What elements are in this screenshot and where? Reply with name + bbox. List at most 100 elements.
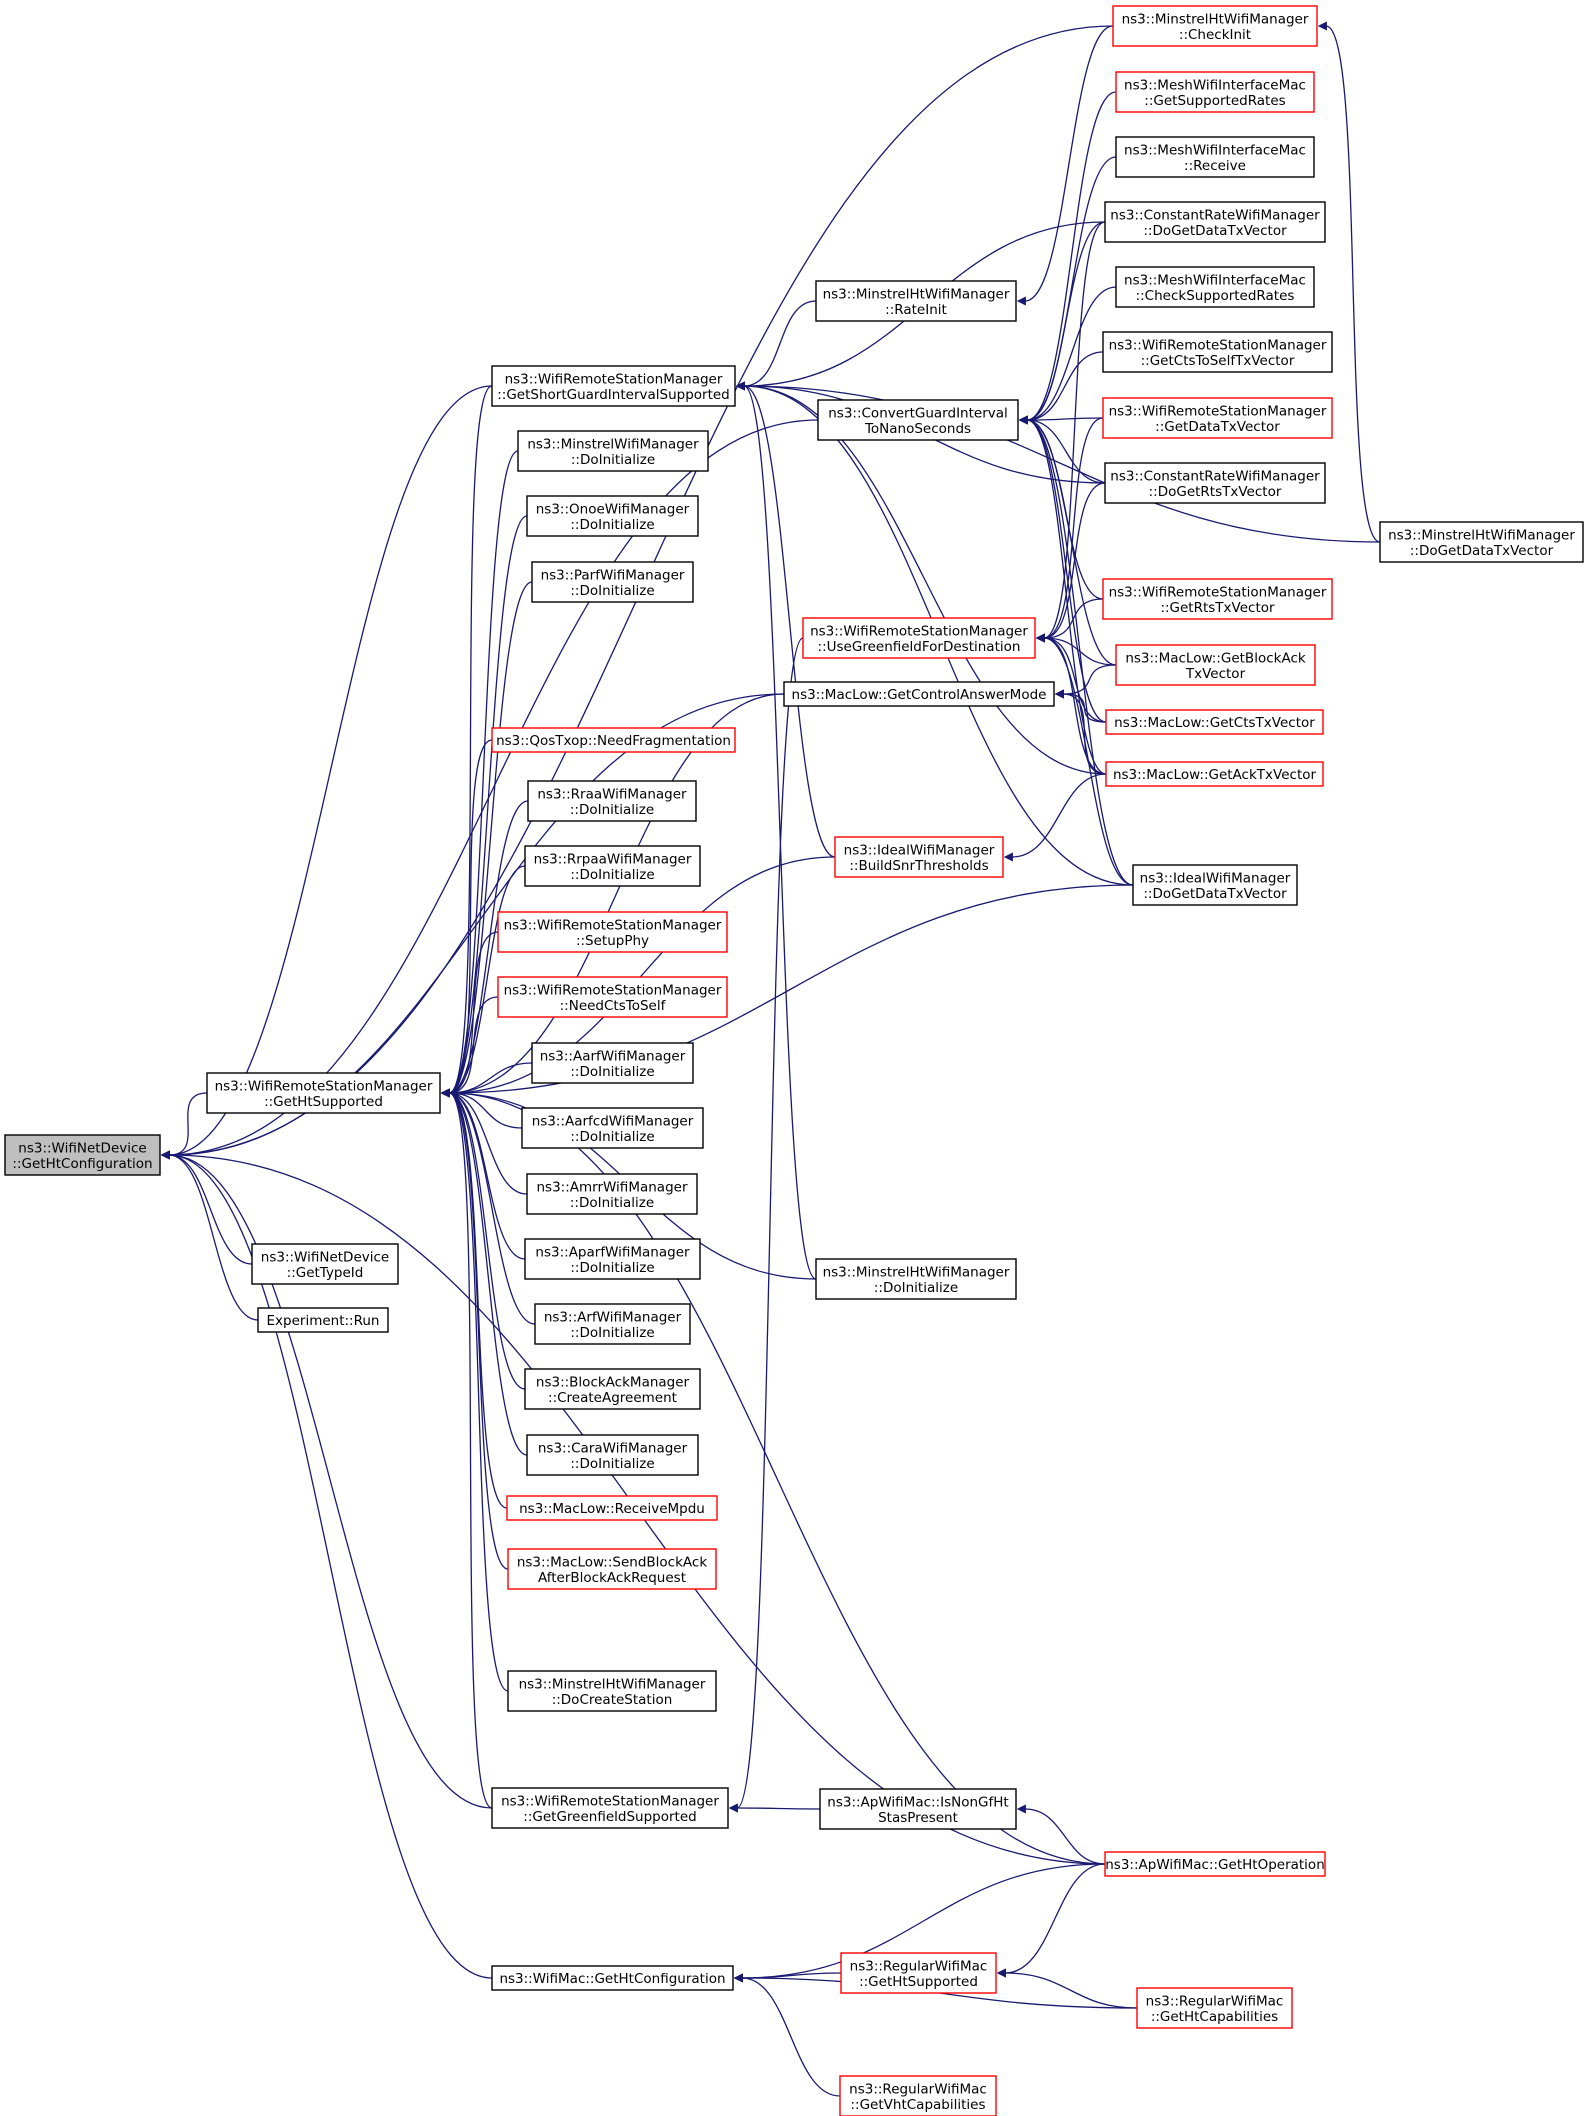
function-node[interactable]: ns3::MinstrelHtWifiManager::DoCreateStat…	[507, 1670, 717, 1712]
node-label: ::DoInitialize	[570, 1456, 654, 1472]
node-label: ::SetupPhy	[576, 933, 649, 949]
function-node[interactable]: ns3::MeshWifiInterfaceMac::Receive	[1115, 136, 1315, 178]
call-edge	[1018, 351, 1104, 425]
node-label: ns3::MinstrelHtWifiManager	[823, 286, 1010, 302]
function-node[interactable]: ns3::ConstantRateWifiManager::DoGetRtsTx…	[1104, 462, 1326, 504]
function-node[interactable]: ns3::WifiRemoteStationManager::GetGreenf…	[491, 1787, 729, 1829]
node-box	[4, 1134, 161, 1176]
function-node[interactable]: ns3::WifiRemoteStationManager::UseGreenf…	[802, 617, 1036, 659]
root-node[interactable]: ns3::WifiNetDevice::GetHtConfiguration	[4, 1134, 161, 1176]
node-label: ns3::AarfWifiManager	[540, 1048, 686, 1064]
function-node[interactable]: ns3::MacLow::GetAckTxVector	[1105, 761, 1324, 787]
function-node[interactable]: ns3::MacLow::GetCtsTxVector	[1105, 709, 1324, 735]
function-node[interactable]: ns3::RrpaaWifiManager::DoInitialize	[524, 845, 701, 887]
call-edge	[728, 1803, 821, 1813]
call-edge	[1035, 633, 1107, 723]
function-node[interactable]: ns3::MeshWifiInterfaceMac::CheckSupporte…	[1115, 266, 1315, 308]
function-node[interactable]: ns3::WifiRemoteStationManager::GetHtSupp…	[206, 1072, 441, 1114]
node-label: ns3::MacLow::GetBlockAck	[1125, 650, 1306, 666]
function-node[interactable]: ns3::ApWifiMac::GetHtOperation	[1104, 1851, 1326, 1877]
call-edge	[160, 1092, 208, 1160]
call-edge	[1018, 415, 1107, 723]
function-node[interactable]: ns3::AarfcdWifiManager::DoInitialize	[521, 1107, 704, 1149]
node-label: ::GetCtsToSelfTxVector	[1141, 353, 1295, 369]
node-box	[1104, 201, 1326, 243]
node-label: ns3::AmrrWifiManager	[536, 1179, 687, 1195]
function-node[interactable]: ns3::ParfWifiManager::DoInitialize	[531, 561, 694, 603]
function-node[interactable]: ns3::WifiRemoteStationManager::GetShortG…	[491, 365, 736, 407]
node-box	[1115, 136, 1315, 178]
node-box	[526, 1173, 698, 1215]
call-edge	[1035, 221, 1106, 643]
function-node[interactable]: ns3::MeshWifiInterfaceMac::GetSupportedR…	[1115, 71, 1315, 113]
function-node[interactable]: ns3::MinstrelHtWifiManager::DoGetDataTxV…	[1379, 521, 1584, 563]
function-node[interactable]: ns3::RegularWifiMac::GetVhtCapabilities	[839, 2075, 997, 2116]
call-edge	[440, 1088, 509, 1570]
node-box	[531, 1042, 694, 1084]
function-node[interactable]: ns3::CaraWifiManager::DoInitialize	[526, 1434, 699, 1476]
function-node[interactable]: ns3::AarfWifiManager::DoInitialize	[531, 1042, 694, 1084]
function-node[interactable]: Experiment::Run	[257, 1307, 389, 1333]
node-label: ::CreateAgreement	[548, 1390, 677, 1406]
node-box	[507, 1670, 717, 1712]
node-label: ns3::MinstrelWifiManager	[527, 436, 699, 452]
function-node[interactable]: ns3::MacLow::GetControlAnswerMode	[783, 681, 1055, 707]
node-label: ns3::WifiRemoteStationManager	[504, 982, 722, 998]
function-node[interactable]: ns3::WifiRemoteStationManager::NeedCtsTo…	[497, 976, 728, 1018]
function-node[interactable]: ns3::RraaWifiManager::DoInitialize	[527, 780, 697, 822]
node-box	[526, 495, 699, 537]
function-node[interactable]: ns3::ArfWifiManager::DoInitialize	[534, 1303, 691, 1345]
function-node[interactable]: ns3::BlockAckManager::CreateAgreement	[524, 1368, 701, 1410]
node-label: ns3::AparfWifiManager	[535, 1244, 690, 1260]
function-node[interactable]: ns3::MacLow::ReceiveMpdu	[506, 1495, 718, 1521]
function-node[interactable]: ns3::OnoeWifiManager::DoInitialize	[526, 495, 699, 537]
call-edge	[440, 693, 785, 1098]
function-node[interactable]: ns3::QosTxop::NeedFragmentation	[491, 727, 736, 753]
node-label: ns3::MinstrelHtWifiManager	[1122, 11, 1309, 27]
node-label: ns3::MacLow::GetControlAnswerMode	[792, 687, 1047, 703]
call-edge	[1018, 415, 1104, 425]
node-label: ::DoInitialize	[570, 1064, 654, 1080]
node-label: ::RateInit	[885, 302, 947, 318]
function-node[interactable]: ns3::MacLow::SendBlockAckAfterBlockAckRe…	[507, 1548, 717, 1590]
node-box	[521, 1107, 704, 1149]
node-label: ns3::MinstrelHtWifiManager	[823, 1264, 1010, 1280]
node-box	[517, 430, 709, 472]
function-node[interactable]: ns3::AmrrWifiManager::DoInitialize	[526, 1173, 698, 1215]
function-node[interactable]: ns3::MinstrelHtWifiManager::DoInitialize	[815, 1258, 1017, 1300]
function-node[interactable]: ns3::MinstrelHtWifiManager::CheckInit	[1112, 5, 1318, 47]
node-label: ::GetHtConfiguration	[12, 1156, 152, 1172]
function-node[interactable]: ns3::RegularWifiMac::GetHtSupported	[840, 1952, 997, 1994]
call-edge	[160, 1150, 493, 1809]
call-edge	[1054, 689, 1107, 723]
node-box	[839, 2075, 997, 2116]
call-edge	[1054, 664, 1117, 699]
function-node[interactable]: ns3::WifiMac::GetHtConfiguration	[491, 1965, 734, 1991]
node-label: ::DoInitialize	[570, 1260, 654, 1276]
function-node[interactable]: ns3::IdealWifiManager::BuildSnrThreshold…	[834, 836, 1004, 878]
node-label: ns3::MacLow::ReceiveMpdu	[519, 1501, 705, 1517]
function-node[interactable]: ns3::WifiNetDevice::GetTypeId	[251, 1243, 399, 1285]
function-node[interactable]: ns3::MinstrelWifiManager::DoInitialize	[517, 430, 709, 472]
function-node[interactable]: ns3::ConstantRateWifiManager::DoGetDataT…	[1104, 201, 1326, 243]
call-edge	[735, 300, 817, 391]
function-node[interactable]: ns3::WifiRemoteStationManager::GetRtsTxV…	[1102, 578, 1333, 620]
function-node[interactable]: ns3::AparfWifiManager::DoInitialize	[524, 1238, 701, 1280]
node-box	[1105, 709, 1324, 735]
function-node[interactable]: ns3::MinstrelHtWifiManager::RateInit	[815, 280, 1017, 322]
node-label: ::GetHtCapabilities	[1151, 2009, 1278, 2025]
node-label: ns3::WifiRemoteStationManager	[504, 917, 722, 933]
call-edge	[440, 1088, 528, 1456]
function-node[interactable]: ns3::RegularWifiMac::GetHtCapabilities	[1136, 1987, 1293, 2029]
function-node[interactable]: ns3::WifiRemoteStationManager::SetupPhy	[497, 911, 728, 953]
function-node[interactable]: ns3::WifiRemoteStationManager::GetCtsToS…	[1102, 331, 1333, 373]
call-edge	[440, 385, 493, 1098]
function-node[interactable]: ns3::WifiRemoteStationManager::GetDataTx…	[1102, 397, 1333, 439]
node-box	[524, 1368, 701, 1410]
call-edge	[160, 1150, 493, 1979]
nodes: ns3::WifiNetDevice::GetHtConfigurationns…	[4, 5, 1584, 2116]
function-node[interactable]: ns3::IdealWifiManager::DoGetDataTxVector	[1132, 864, 1298, 906]
